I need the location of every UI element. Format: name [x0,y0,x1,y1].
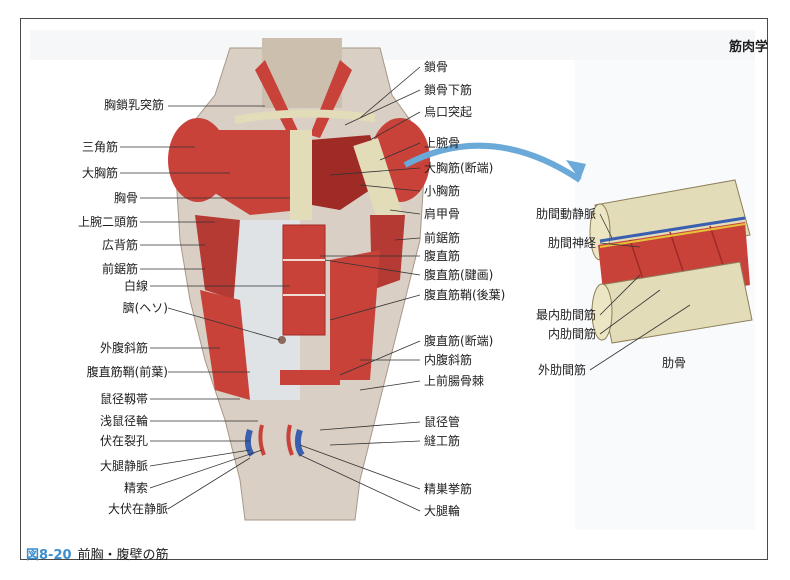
label-inguinal-ligament: 鼠径靱帯 [100,392,148,406]
label-pectoralis-major: 大胸筋 [82,166,118,180]
label-internal-intercostal: 内肋間筋 [548,327,596,341]
label-superficial-inguinal-ring: 浅鼠径輪 [100,414,148,428]
figure-number: 図8-20 [26,548,72,563]
label-deltoid: 三角筋 [82,140,118,154]
label-intercostal-vessels: 肋間動静脈 [536,207,596,221]
label-tendinous-intersection: 腹直筋(腱画) [424,268,493,282]
label-biceps: 上腕二頭筋 [78,215,138,229]
label-intercostal-nerve: 肋間神経 [548,236,596,250]
label-umbilicus: 臍(ヘソ) [123,301,168,315]
label-innermost-intercostal: 最内肋間筋 [536,308,596,322]
label-serratus-right: 前鋸筋 [424,231,460,245]
label-rib: 肋骨 [662,356,686,370]
label-great-saphenous-vein: 大伏在静脈 [108,502,168,516]
label-external-intercostal: 外肋間筋 [538,363,586,377]
label-pectoralis-minor: 小胸筋 [424,184,460,198]
label-rectus-abdominis: 腹直筋 [424,249,460,263]
label-pectoralis-major-cut: 大胸筋(断端) [424,161,493,175]
label-sartorius: 縫工筋 [424,434,460,448]
label-scapula: 肩甲骨 [424,207,460,221]
rectus-abdominis [283,225,325,335]
figure-title: 前胸・腹壁の筋 [78,548,169,563]
label-inguinal-canal: 鼠径管 [424,415,460,429]
label-femoral-vein: 大腿静脈 [100,459,148,473]
label-rectus-abdominis-cut: 腹直筋(断端) [424,334,493,348]
label-saphenous-opening: 伏在裂孔 [100,434,148,448]
label-sternocleidomastoid: 胸鎖乳突筋 [104,98,164,112]
label-external-oblique: 外腹斜筋 [100,341,148,355]
label-coracoid-process: 烏口突起 [424,105,472,119]
label-serratus-left: 前鋸筋 [102,262,138,276]
label-latissimus: 広背筋 [102,238,138,252]
label-clavicle: 鎖骨 [424,60,448,74]
label-anterior-superior-iliac-spine: 上前腸骨棘 [424,374,484,388]
label-internal-oblique: 内腹斜筋 [424,353,472,367]
label-humerus: 上腕骨 [424,136,460,150]
intercostal-inset [590,180,752,343]
label-spermatic-cord: 精索 [124,481,148,495]
label-subclavius: 鎖骨下筋 [424,83,472,97]
label-rectus-sheath-anterior: 腹直筋鞘(前葉) [87,365,168,379]
label-femoral-ring: 大腿輪 [424,504,460,518]
label-linea-alba: 白線 [124,279,148,293]
sternum [290,130,312,220]
label-sternum: 胸骨 [114,191,138,205]
figure-caption: 図8-20 前胸・腹壁の筋 [26,544,169,563]
rectus-abdominis-cut [280,370,340,385]
label-rectus-sheath-posterior: 腹直筋鞘(後葉) [424,288,505,302]
label-cremaster: 精巣挙筋 [424,482,472,496]
